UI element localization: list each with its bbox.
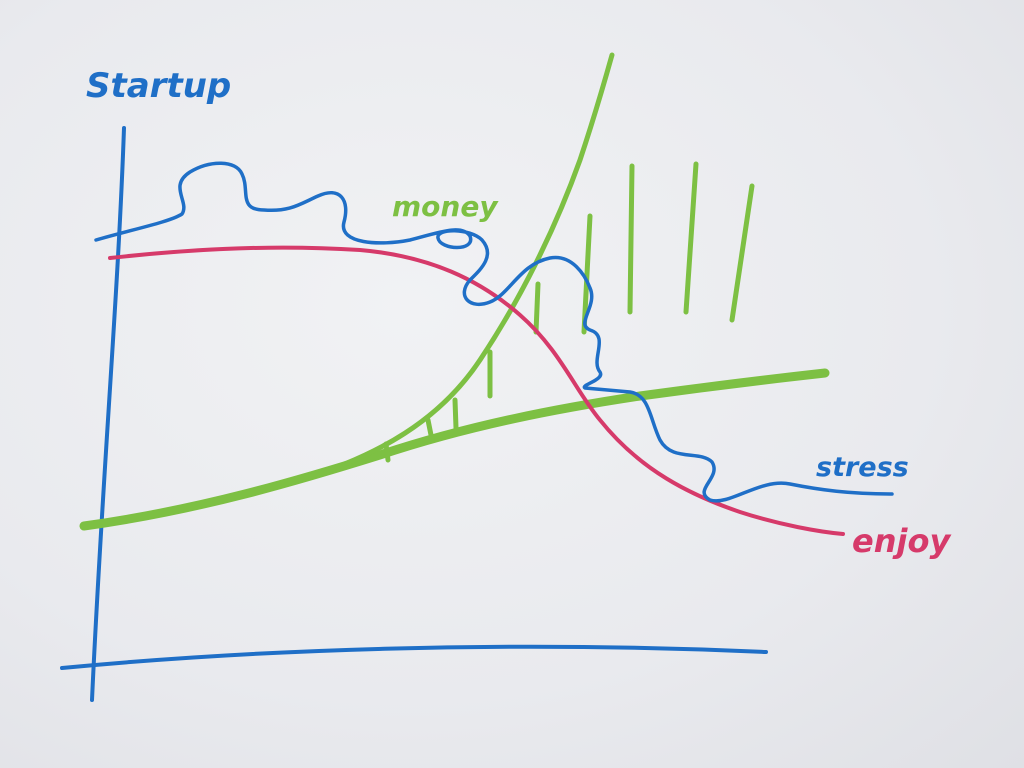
- hatch-mark: [425, 417, 435, 443]
- hatch-mark: [683, 161, 699, 315]
- series-line-enjoy: [108, 245, 845, 536]
- hatch-mark: [383, 441, 391, 463]
- y-axis: [90, 126, 126, 702]
- x-axis: [60, 644, 768, 670]
- chart-title: Startup: [86, 66, 231, 106]
- series-line-green-linear: [79, 368, 830, 531]
- label-enjoy: enjoy: [852, 522, 951, 560]
- hatch-mark: [627, 163, 635, 315]
- label-stress: stress: [816, 452, 909, 483]
- series-line-stress: [94, 161, 894, 503]
- series-line-money: [297, 52, 615, 483]
- money-hatching: [383, 161, 755, 463]
- hatch-mark: [729, 183, 755, 323]
- hatch-mark: [533, 281, 541, 335]
- hatch-mark: [581, 213, 593, 335]
- hatch-mark: [452, 397, 459, 431]
- label-money: money: [392, 190, 499, 223]
